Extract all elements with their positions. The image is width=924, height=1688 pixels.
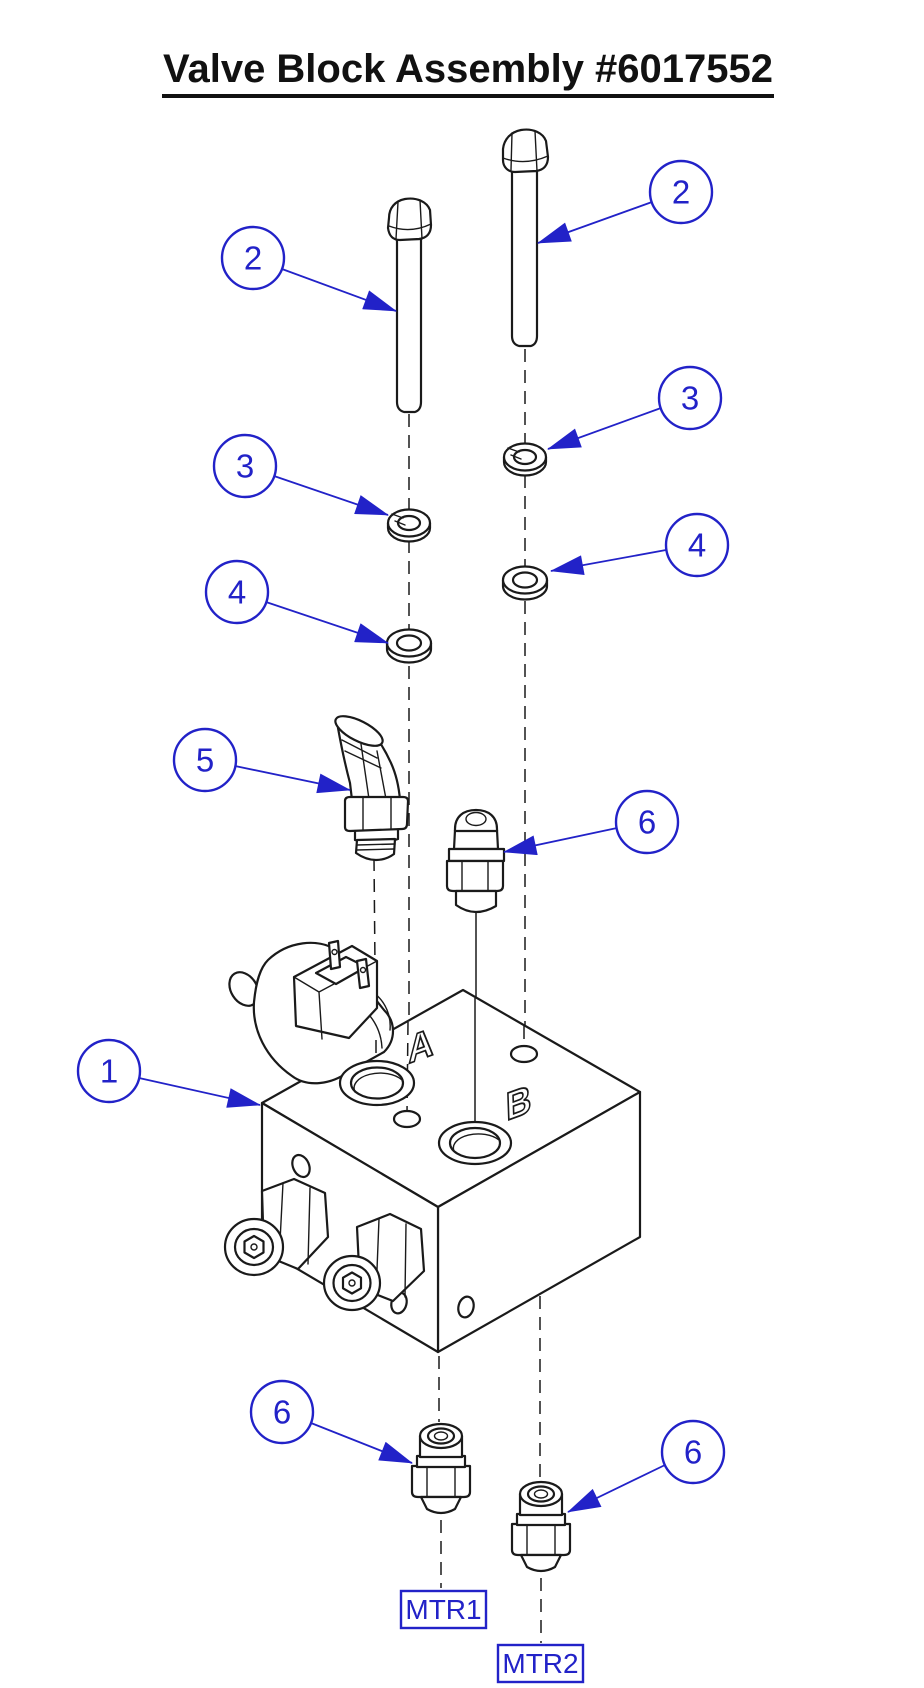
callout-4-right: 4	[550, 512, 730, 578]
straight-fitting-top	[445, 808, 506, 914]
straight-fitting-bottom-left	[410, 1422, 472, 1515]
callout-3-left: 3	[212, 433, 389, 516]
leader-arrow	[310, 1422, 413, 1464]
leader-arrow	[281, 268, 397, 312]
callout-2-right: 2	[537, 159, 714, 244]
balloon-number: 4	[688, 527, 706, 564]
hex-bolt-rear	[501, 128, 550, 348]
balloon-circle	[660, 1419, 726, 1485]
elbow-fitting	[334, 715, 410, 862]
balloon-circle	[76, 1038, 142, 1104]
balloon-circle	[664, 512, 730, 578]
mtr2-label: MTR2	[502, 1648, 578, 1679]
mtr2-box	[496, 1643, 585, 1684]
cartridge-valve-left	[223, 1177, 330, 1277]
leader-arrow	[234, 765, 351, 794]
callout-6-top: 6	[503, 789, 680, 856]
leader-arrow	[550, 549, 667, 576]
leader-arrow	[537, 201, 653, 244]
face-hole	[457, 1295, 475, 1319]
face-hole	[291, 1153, 311, 1179]
balloon-number: 4	[228, 574, 246, 611]
hex-socket	[243, 1234, 265, 1260]
leader-arrow	[138, 1077, 261, 1108]
mtr1-box	[399, 1589, 488, 1630]
balloon-circle	[648, 159, 714, 225]
callout-5: 5	[172, 727, 351, 794]
balloon-number: 2	[244, 240, 262, 277]
callout-1: 1	[76, 1038, 261, 1108]
lock-washer-front	[386, 508, 432, 543]
balloon-number: 6	[273, 1394, 291, 1431]
cartridge-valve-right	[322, 1212, 426, 1312]
port-b-label: B	[505, 1078, 532, 1130]
leader-arrow	[567, 1464, 666, 1513]
valve-block-details: A B	[291, 998, 539, 1319]
hex-bolt-front	[386, 197, 433, 414]
balloon-number: 5	[196, 742, 214, 779]
mtr1-label: MTR1	[405, 1594, 481, 1625]
page-title: Valve Block Assembly #6017552	[163, 47, 773, 91]
balloon-circle	[657, 365, 723, 431]
straight-fitting-bottom-right	[510, 1480, 572, 1573]
leader-arrow	[503, 827, 618, 856]
balloon-circle	[614, 789, 680, 855]
balloon-number: 6	[638, 804, 656, 841]
leader-arrow	[265, 601, 389, 644]
callout-3-right: 3	[547, 365, 723, 450]
balloon-circle	[212, 433, 278, 499]
spade-terminal	[355, 957, 371, 990]
solenoid-valve	[228, 939, 395, 1085]
balloon-circle	[220, 225, 286, 291]
lock-washer-rear	[502, 442, 548, 477]
callout-4-left: 4	[204, 559, 389, 644]
bolt-hole-rear	[509, 1044, 539, 1064]
callout-6-bottom-left: 6	[249, 1379, 413, 1464]
bolt-hole-front	[392, 1109, 422, 1129]
balloon-number: 6	[684, 1434, 702, 1471]
balloon-circle	[249, 1379, 315, 1445]
mtr2-tag: MTR2	[496, 1643, 585, 1684]
flat-washer-rear	[501, 565, 549, 601]
hex-socket	[341, 1271, 363, 1295]
leader-arrow	[547, 407, 662, 450]
callout-6-bottom-right: 6	[567, 1419, 726, 1513]
balloon-number: 3	[236, 448, 254, 485]
balloon-number: 2	[672, 174, 690, 211]
mtr1-tag: MTR1	[399, 1589, 488, 1630]
balloon-number: 3	[681, 380, 699, 417]
balloon-circle	[204, 559, 270, 625]
port-a-label: A	[407, 1021, 434, 1073]
callout-2-left: 2	[220, 225, 397, 312]
leader-arrow	[273, 475, 389, 516]
balloon-number: 1	[100, 1053, 118, 1090]
flat-washer-front	[385, 628, 433, 664]
balloon-circle	[172, 727, 238, 793]
